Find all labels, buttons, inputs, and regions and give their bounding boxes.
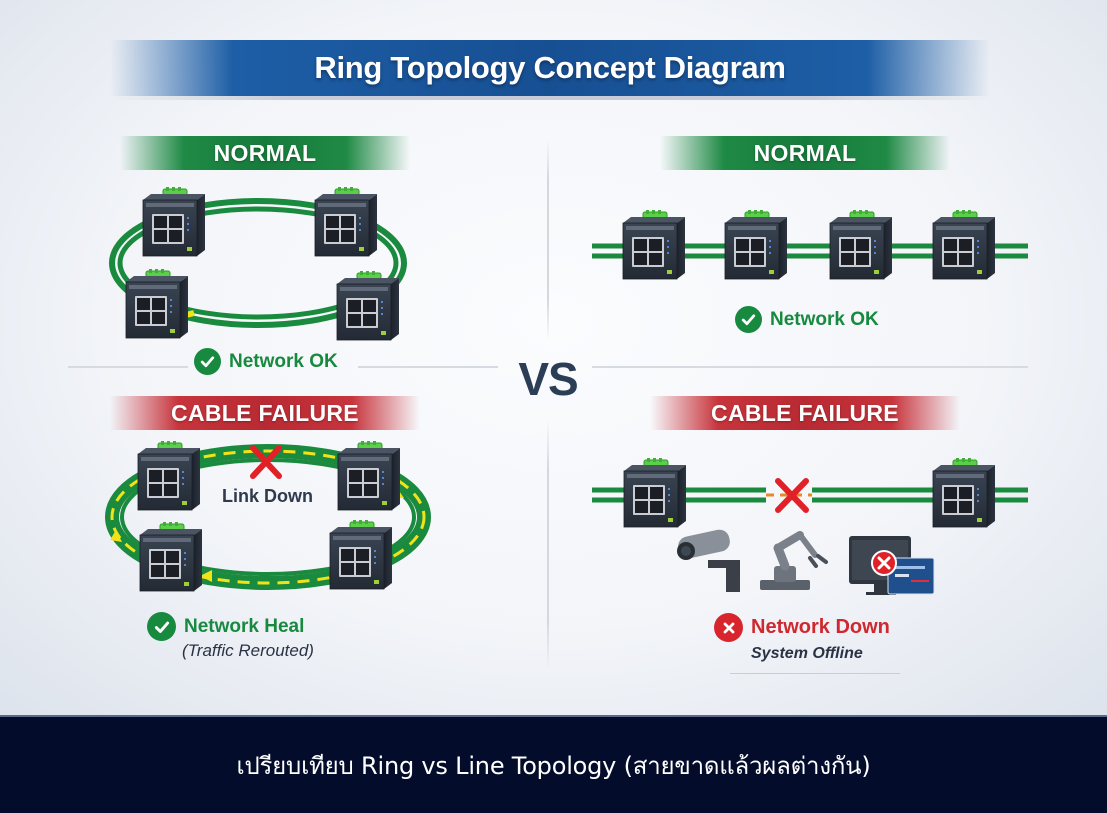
ring-failure-status-sub: (Traffic Rerouted) — [182, 641, 314, 660]
ring-normal-status: Network OK — [194, 348, 338, 375]
ring-break-x-icon — [250, 445, 282, 479]
vertical-divider-bottom — [547, 420, 549, 670]
ring-normal-cables — [109, 198, 407, 328]
topology-artwork — [105, 186, 1028, 595]
check-circle-icon — [194, 348, 221, 375]
ring-normal-switch-1 — [142, 186, 206, 257]
line-normal-banner-label: NORMAL — [753, 139, 857, 166]
line-normal-switch-4 — [932, 209, 996, 280]
line-normal-switch-3 — [829, 209, 893, 280]
check-circle-icon — [147, 612, 176, 641]
line-break-x-icon — [775, 478, 809, 513]
ring-failure-switch-4 — [329, 519, 393, 590]
line-failure-switch-1 — [623, 457, 687, 528]
line-failure-status: Network Down — [714, 613, 890, 642]
horizontal-divider — [68, 366, 188, 368]
ring-normal-switch-3 — [125, 268, 189, 339]
line-normal-status-text: Network OK — [770, 308, 879, 330]
ring-failure-banner-label: CABLE FAILURE — [171, 399, 359, 426]
hmi-monitor-icon — [849, 536, 935, 595]
line-normal-banner: NORMAL — [660, 136, 950, 170]
status-underline — [730, 673, 900, 674]
line-normal-switch-2 — [724, 209, 788, 280]
x-circle-icon — [714, 613, 743, 642]
ring-normal-banner: NORMAL — [120, 136, 410, 170]
vertical-divider-top — [547, 140, 549, 340]
ring-failure-status-text: Network Heal — [184, 615, 305, 637]
line-failure-status-text: Network Down — [751, 616, 890, 638]
footer-caption: เปรียบเทียบ Ring vs Line Topology (สายขา… — [236, 751, 871, 780]
ring-failure-banner: CABLE FAILURE — [110, 396, 420, 430]
title-banner: Ring Topology Concept Diagram — [110, 40, 990, 96]
link-down-label: Link Down — [222, 486, 313, 506]
ring-failure-switch-1 — [137, 440, 201, 511]
robot-arm-icon — [760, 531, 828, 590]
line-failure-switch-2 — [932, 457, 996, 528]
diagram-canvas: Ring Topology Concept Diagram — [0, 0, 1107, 715]
ring-normal-switch-2 — [314, 186, 378, 257]
line-failure-banner: CABLE FAILURE — [650, 396, 960, 430]
cctv-camera-icon — [677, 529, 740, 592]
ring-normal-switch-4 — [336, 270, 400, 341]
ring-failure-status: Network Heal — [147, 612, 304, 641]
line-normal-status: Network OK — [735, 306, 879, 333]
ring-failure-switch-2 — [337, 440, 401, 511]
check-circle-icon — [735, 306, 762, 333]
ring-failure-switch-3 — [139, 521, 203, 592]
horizontal-divider — [358, 366, 498, 368]
ring-failure-cables — [105, 444, 431, 590]
ring-normal-status-text: Network OK — [229, 350, 338, 372]
line-failure-status-sub: System Offline — [751, 645, 863, 662]
vs-label: VS — [518, 353, 578, 405]
title-underline — [110, 96, 990, 100]
line-normal-switch-1 — [622, 209, 686, 280]
horizontal-divider — [592, 366, 1028, 368]
ring-normal-banner-label: NORMAL — [213, 139, 317, 166]
line-failure-banner-label: CABLE FAILURE — [711, 399, 899, 426]
page-title: Ring Topology Concept Diagram — [314, 50, 786, 85]
footer-caption-bar: เปรียบเทียบ Ring vs Line Topology (สายขา… — [0, 715, 1107, 813]
